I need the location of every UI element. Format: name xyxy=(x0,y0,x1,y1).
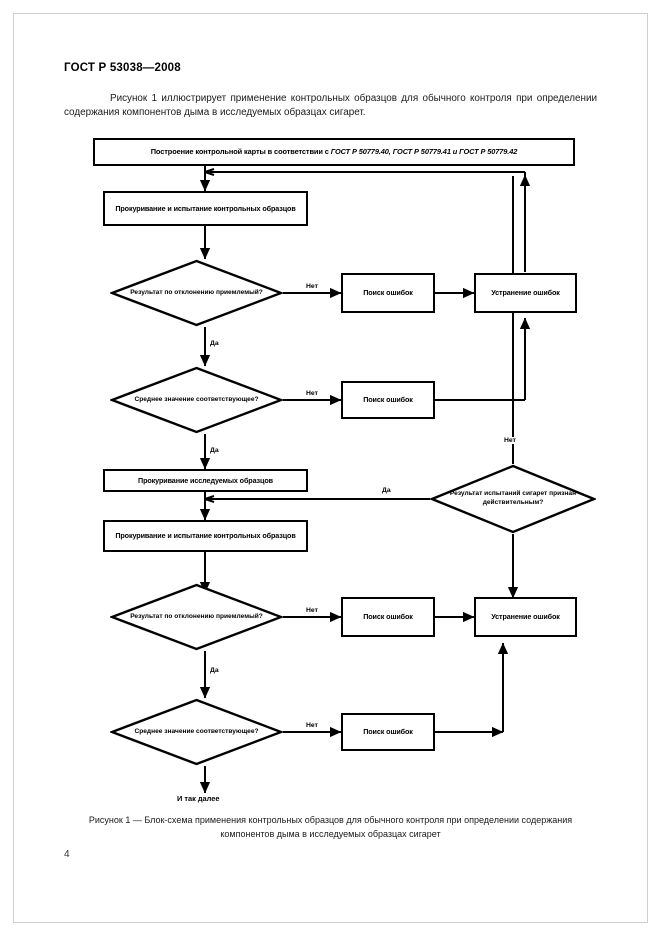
node-start-box: Построение контрольной карты в соответст… xyxy=(93,138,575,166)
start-box-text: Построение контрольной карты в соответст… xyxy=(151,147,518,157)
edge-label-yes-1: Да xyxy=(209,340,220,347)
figure-caption-line1: Рисунок 1 — Блок-схема применения контро… xyxy=(88,815,520,825)
node-smoke-test-control-2: Прокуривание и испытание контрольных обр… xyxy=(103,520,308,552)
start-box-refs: ГОСТ Р 50779.40, ГОСТ Р 50779.41 и ГОСТ … xyxy=(330,147,518,157)
page-number: 4 xyxy=(64,849,70,860)
edge-label-yes-valid: Да xyxy=(381,487,392,494)
edge-label-no-2: Нет xyxy=(305,390,319,397)
node-decision-valid: Результат испытаний сигарет признан дейс… xyxy=(430,464,596,534)
figure-caption: Рисунок 1 — Блок-схема применения контро… xyxy=(64,814,597,841)
edge-label-no-4: Нет xyxy=(305,722,319,729)
node-find-errors-1: Поиск ошибок xyxy=(341,273,435,313)
node-fix-errors-1: Устранение ошибок xyxy=(474,273,577,313)
edge-label-yes-3: Да xyxy=(209,667,220,674)
node-end-label: И так далее xyxy=(177,794,220,803)
intro-paragraph: Рисунок 1 иллюстрирует применение контро… xyxy=(64,93,597,119)
node-smoke-test-control-1: Прокуривание и испытание контрольных обр… xyxy=(103,191,308,226)
node-decision-deviation-2: Результат по отклонению приемлемый? xyxy=(110,583,283,651)
edge-label-no-1: Нет xyxy=(305,283,319,290)
node-decision-mean-1: Среднее значение соответствующее? xyxy=(110,366,283,434)
node-smoke-samples: Прокуривание исследуемых образцов xyxy=(103,469,308,492)
standard-header: ГОСТ Р 53038—2008 xyxy=(64,62,181,74)
node-fix-errors-2: Устранение ошибок xyxy=(474,597,577,637)
edge-label-no-3: Нет xyxy=(305,607,319,614)
node-find-errors-3: Поиск ошибок xyxy=(341,597,435,637)
node-decision-mean-2: Среднее значение соответствующее? xyxy=(110,698,283,766)
edge-label-yes-2: Да xyxy=(209,447,220,454)
edge-label-no-valid: Нет xyxy=(503,437,517,444)
figure-caption-line2: содержания компонентов дыма в исследуемы… xyxy=(220,815,573,839)
start-box-prefix: Построение контрольной карты в соответст… xyxy=(150,147,331,157)
node-decision-deviation-1: Результат по отклонению приемлемый? xyxy=(110,259,283,327)
node-find-errors-2: Поиск ошибок xyxy=(341,381,435,419)
node-find-errors-4: Поиск ошибок xyxy=(341,713,435,751)
